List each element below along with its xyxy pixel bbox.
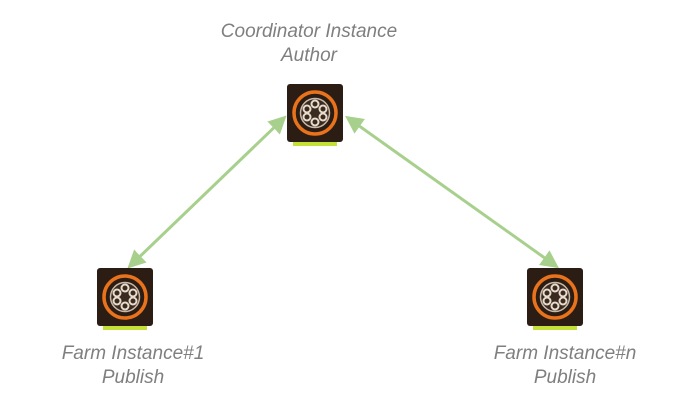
farm1-label: Farm Instance#1 Publish <box>40 342 226 390</box>
coordinator-title: Coordinator Instance <box>220 21 398 42</box>
farm1-title: Farm Instance#1 <box>61 343 205 364</box>
coordinator-node[interactable] <box>287 84 343 148</box>
aem-server-icon <box>97 268 153 330</box>
aem-server-icon <box>287 84 343 146</box>
farm1-role: Publish <box>101 367 165 388</box>
aem-server-icon <box>527 268 583 330</box>
coordinator-label: Coordinator Instance Author <box>196 20 422 68</box>
farmn-node[interactable] <box>527 268 583 332</box>
farmn-role: Publish <box>533 367 597 388</box>
farm1-node[interactable] <box>97 268 153 332</box>
connector-coordinator-farm1 <box>127 115 287 269</box>
farmn-title: Farm Instance#n <box>493 343 637 364</box>
coordinator-role: Author <box>281 45 337 66</box>
connector-coordinator-farmn <box>345 115 559 269</box>
farmn-label: Farm Instance#n Publish <box>472 342 658 390</box>
